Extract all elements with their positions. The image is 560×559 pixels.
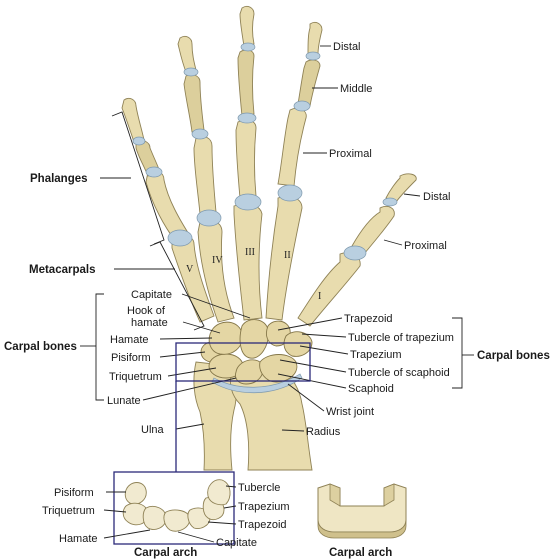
label-tubercle-trapezium: Tubercle of trapezium [348, 332, 454, 344]
wrist-joint-cartilage [211, 373, 303, 394]
main-labels: Distal Middle Proximal Distal Proximal P… [4, 41, 550, 438]
cartilage-little-mcp [167, 229, 193, 247]
label-pisiform: Pisiform [111, 352, 151, 364]
inset-label-tubercle: Tubercle [238, 482, 280, 494]
index-proximal [277, 107, 307, 187]
label-phalanges: Phalanges [30, 173, 88, 185]
inset-leaders [103, 485, 237, 543]
arch-model-side [317, 519, 407, 539]
inset-label-trapezium: Trapezium [238, 501, 290, 513]
cartilage-ring-mcp [196, 209, 222, 227]
numeral-iii: III [245, 247, 255, 258]
cartilage-ring-dip [183, 67, 199, 77]
label-carpal-bones-left: Carpal bones [4, 341, 77, 353]
label-trapezium: Trapezium [350, 349, 402, 361]
inset-capitate [163, 509, 191, 532]
inset-pisiform [124, 482, 147, 505]
carpal-bones-right-bracket [452, 317, 463, 389]
thumb-distal [385, 173, 417, 203]
cartilage-ring-pip [191, 128, 209, 140]
little-distal [121, 97, 145, 143]
label-hamate: Hamate [110, 334, 149, 346]
capitate-bone [239, 319, 269, 359]
metacarpal-bones [171, 196, 361, 327]
label-trapezoid: Trapezoid [344, 313, 393, 325]
ring-middle [183, 73, 205, 133]
middle-proximal [235, 119, 257, 199]
hamate-bone [208, 321, 243, 355]
carpal-bones [200, 319, 313, 394]
phalanx-bones [121, 5, 417, 255]
label-proximal-index: Proximal [329, 148, 372, 160]
inset-hamate [142, 506, 167, 530]
joint-cartilage [132, 42, 398, 261]
lunate-bone [235, 359, 264, 385]
cartilage-middle-pip [237, 112, 257, 124]
inset-label-capitate: Capitate [216, 537, 257, 549]
cartilage-index-mcp [277, 184, 303, 202]
metacarpal-ii [265, 196, 303, 321]
label-tubercle-scaphoid: Tubercle of scaphoid [348, 367, 450, 379]
label-radius: Radius [306, 426, 341, 438]
cartilage-thumb-ip [382, 197, 398, 207]
carpal-arch-inset [113, 471, 235, 545]
label-proximal-thumb: Proximal [404, 240, 447, 252]
trapezium-bone [283, 331, 313, 357]
thumb-proximal [351, 205, 395, 255]
inset-labels: Pisiform Triquetrum Hamate Tubercle Trap… [42, 482, 290, 559]
label-middle: Middle [340, 83, 372, 95]
label-metacarpals: Metacarpals [29, 264, 95, 276]
right-leaders [277, 45, 474, 432]
arch-model-inner [329, 483, 395, 507]
cartilage-middle-mcp [234, 193, 262, 211]
label-hook-of: Hook of [127, 305, 166, 317]
cartilage-index-dip [305, 51, 321, 61]
index-middle [297, 59, 321, 107]
ring-proximal [193, 135, 217, 215]
label-triquetrum: Triquetrum [109, 371, 162, 383]
numeral-iv: IV [212, 255, 223, 266]
label-lunate: Lunate [107, 395, 141, 407]
inset-triquetrum [122, 502, 149, 526]
inset-label-triquetrum: Triquetrum [42, 505, 95, 517]
metacarpals-bracket [149, 241, 205, 331]
cartilage-thumb-mcp [343, 245, 367, 261]
inset-tubercle [207, 479, 231, 506]
middle-distal [239, 5, 255, 47]
inset-connector [175, 342, 311, 472]
label-distal-thumb: Distal [423, 191, 451, 203]
carpal-bones-left-bracket [95, 293, 104, 401]
label-ulna: Ulna [141, 424, 165, 436]
numeral-i: I [318, 291, 321, 302]
index-distal [307, 21, 323, 55]
left-brackets [80, 111, 205, 401]
middle-middle [237, 49, 255, 117]
label-hamate-hook: hamate [131, 317, 168, 329]
numeral-ii: II [284, 250, 291, 261]
carpal-arch-model: Carpal arch [317, 483, 407, 559]
cartilage-little-dip [132, 136, 146, 146]
model-caption: Carpal arch [329, 547, 392, 559]
cartilage-little-pip [145, 166, 163, 178]
ring-distal [177, 35, 197, 73]
inset-label-hamate: Hamate [59, 533, 98, 545]
inset-label-pisiform: Pisiform [54, 487, 94, 499]
metacarpal-iii [233, 203, 263, 321]
label-carpal-bones-right: Carpal bones [477, 350, 550, 362]
numeral-v: V [186, 264, 194, 275]
inset-caption: Carpal arch [134, 547, 197, 559]
inset-label-trapezoid: Trapezoid [238, 519, 287, 531]
cartilage-middle-dip [240, 42, 256, 52]
label-distal-index: Distal [333, 41, 361, 53]
label-capitate: Capitate [131, 289, 172, 301]
label-wrist-joint: Wrist joint [326, 406, 374, 418]
label-scaphoid: Scaphoid [348, 383, 394, 395]
cartilage-index-pip [293, 100, 311, 112]
